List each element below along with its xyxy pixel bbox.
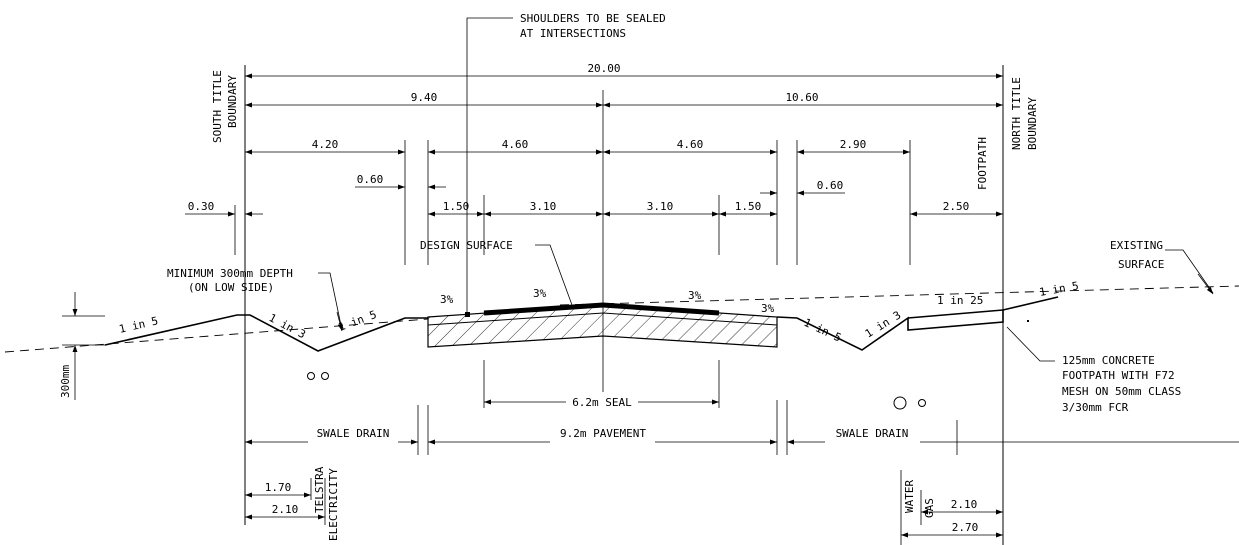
- design-surface-line: [427, 312, 778, 326]
- dim-north-offset: 0.60: [817, 179, 844, 192]
- dim-footpath: 2.50: [943, 200, 970, 213]
- slope-crossfall-lane-left: 3%: [533, 287, 547, 300]
- slope-crossfall-shoulder-left: 3%: [440, 293, 454, 306]
- swale-left-label: SWALE DRAIN: [317, 427, 390, 440]
- concrete-note-1: 125mm CONCRETE: [1062, 354, 1155, 367]
- south-boundary-label-2: BOUNDARY: [226, 75, 239, 128]
- gas-main: [918, 399, 926, 407]
- ground-profile-south: [104, 314, 428, 352]
- concrete-note-2: FOOTPATH WITH F72: [1062, 369, 1175, 382]
- dim-gas: 2.10: [951, 498, 978, 511]
- existing-surface-label-2: SURFACE: [1118, 258, 1164, 271]
- dim-north-verge: 2.90: [840, 138, 867, 151]
- gas-label: GAS: [923, 498, 936, 518]
- shoulders-note-1: SHOULDERS TO BE SEALED: [520, 12, 666, 25]
- concrete-note-3: MESH ON 50mm CLASS: [1062, 385, 1181, 398]
- dim-electricity: 2.10: [272, 503, 299, 516]
- swale-right-label-bg: [825, 430, 920, 446]
- water-label: WATER: [903, 480, 916, 513]
- swale-left-label-bg: [308, 430, 398, 446]
- electricity-label: ELECTRICITY: [327, 468, 340, 541]
- telstra-label: TELSTRA: [313, 466, 326, 513]
- slope-crossfall-lane-right: 3%: [688, 289, 702, 302]
- shoulders-leader: [466, 17, 513, 316]
- dim-south-half: 9.40: [411, 91, 438, 104]
- depth-value: 300mm: [59, 365, 72, 398]
- min-depth-leader: [318, 272, 343, 331]
- existing-surface-leader: [1165, 249, 1214, 294]
- min-depth-arrow: [336, 311, 343, 332]
- footpath-slab-top: [907, 309, 1004, 319]
- dim-south-verge: 4.20: [312, 138, 339, 151]
- dim-boundary-offset: 0.30: [188, 200, 215, 213]
- north-boundary-label-2: BOUNDARY: [1026, 97, 1039, 150]
- dim-total: 20.00: [587, 62, 620, 75]
- telstra-conduit: [307, 372, 315, 380]
- north-boundary-label-1: NORTH TITLE: [1010, 77, 1023, 150]
- seal-label: 6.2m SEAL: [572, 396, 632, 409]
- existing-surface-label-1: EXISTING: [1110, 239, 1163, 252]
- design-surface-leader: [535, 244, 573, 306]
- slope-batter-south: 1 in 5: [118, 314, 160, 336]
- slope-swale-north-inner: 1 in 5: [802, 316, 844, 345]
- swale-right-label: SWALE DRAIN: [836, 427, 909, 440]
- existing-surface-arrow: [1197, 273, 1214, 295]
- footpath-label: FOOTPATH: [976, 137, 989, 190]
- south-boundary-label-1: SOUTH TITLE: [211, 70, 224, 143]
- dim-water: 2.70: [952, 521, 979, 534]
- dim-pavement-right: 4.60: [677, 138, 704, 151]
- pavement-label-bg: [550, 430, 655, 446]
- dim-lane-left: 3.10: [530, 200, 557, 213]
- pavement-base: [427, 304, 778, 348]
- shoulders-note-2: AT INTERSECTIONS: [520, 27, 626, 40]
- water-main: [893, 396, 907, 410]
- footpath-dot: [1027, 320, 1029, 322]
- slope-existing-grade: 1 in 25: [937, 294, 983, 307]
- seal-heavy-line: [483, 302, 720, 316]
- dim-shoulder-left: 1.50: [443, 200, 470, 213]
- dim-north-half: 10.60: [785, 91, 818, 104]
- dim-lane-right: 3.10: [647, 200, 674, 213]
- dim-pavement-left: 4.60: [502, 138, 529, 151]
- electricity-conduit: [321, 372, 329, 380]
- concrete-note-4: 3/30mm FCR: [1062, 401, 1129, 414]
- min-depth-note-2: (ON LOW SIDE): [188, 281, 274, 294]
- existing-surface-line: [4, 318, 429, 353]
- dim-shoulder-right: 1.50: [735, 200, 762, 213]
- concrete-leader: [1006, 326, 1055, 362]
- ground-profile-north: [776, 296, 1059, 351]
- slope-batter-north: 1 in 5: [1038, 279, 1079, 299]
- slope-crossfall-shoulder-right: 3%: [761, 302, 775, 315]
- seal-label-bg: [566, 392, 638, 408]
- dim-south-offset: 0.60: [357, 173, 384, 186]
- min-depth-note-1: MINIMUM 300mm DEPTH: [167, 267, 293, 280]
- existing-surface-line: [559, 285, 1239, 306]
- dim-telstra: 1.70: [265, 481, 292, 494]
- design-surface-label: DESIGN SURFACE: [420, 239, 513, 252]
- pavement-label: 9.2m PAVEMENT: [560, 427, 646, 440]
